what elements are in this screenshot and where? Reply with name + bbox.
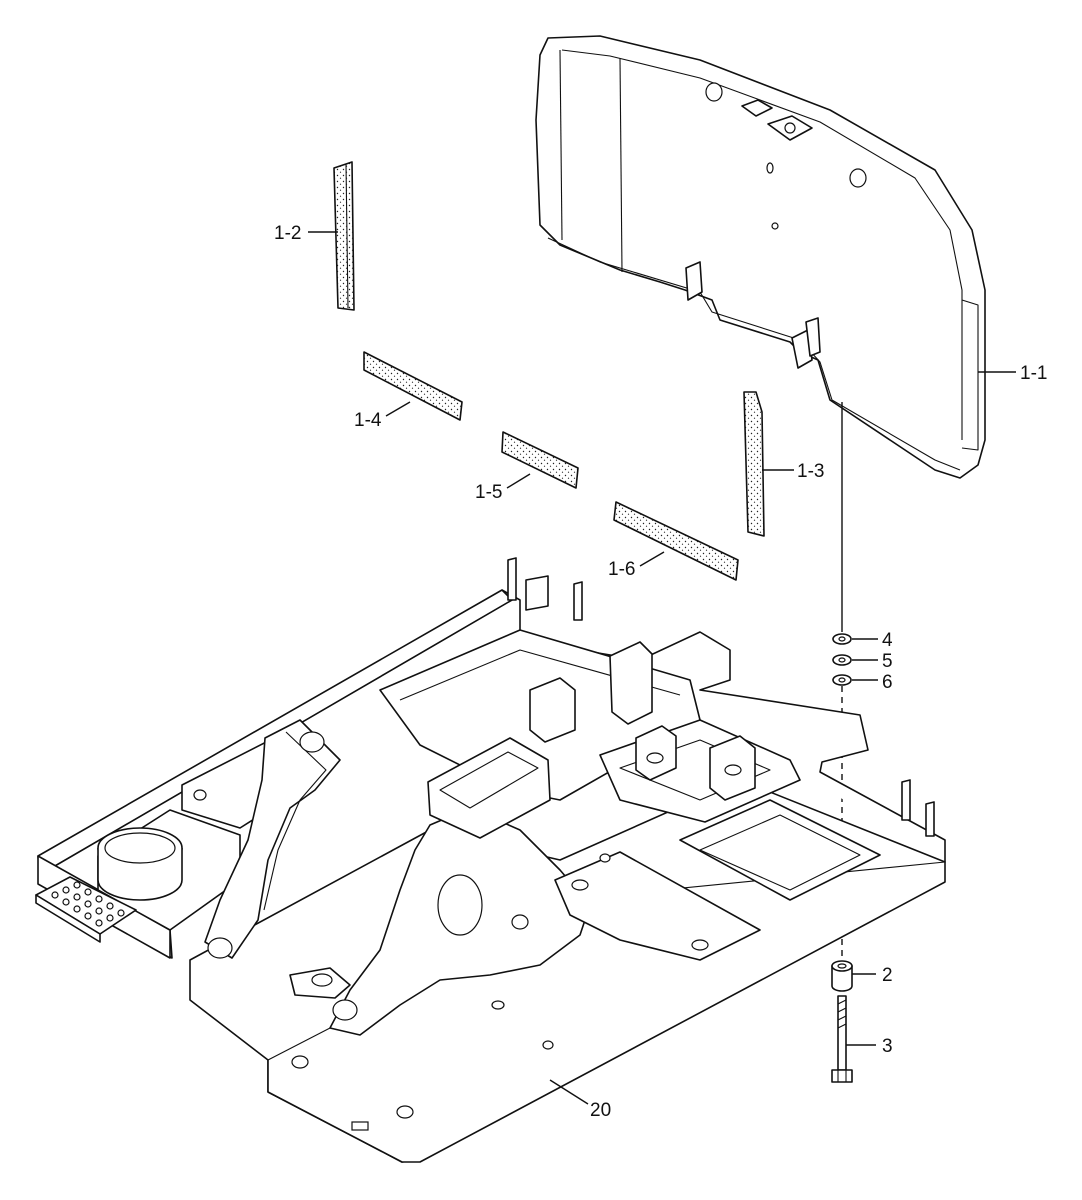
callout-1-6: 1-6: [608, 559, 635, 580]
callout-1-2: 1-2: [274, 223, 301, 244]
callout-20: 20: [590, 1100, 611, 1121]
callout-labels: 1-2 1-1 1-3 1-4 1-5 1-6 4 5 6 2 3 20: [274, 223, 1047, 1121]
callout-5: 5: [882, 651, 893, 672]
plate-1-2: [333, 161, 355, 311]
callout-1-1: 1-1: [1020, 363, 1047, 384]
leader-lines: [308, 231, 1016, 1105]
callout-1-3: 1-3: [797, 461, 824, 482]
callout-1-5: 1-5: [475, 482, 502, 503]
spacer-2: [831, 960, 853, 992]
plate-1-6: [613, 501, 739, 581]
callout-4: 4: [882, 630, 893, 651]
step-plate-holes: [51, 881, 125, 927]
callout-6: 6: [882, 672, 893, 693]
washer-5: [832, 654, 852, 666]
counterweight-part: [535, 35, 986, 479]
plate-1-5: [501, 431, 579, 489]
callout-1-4: 1-4: [354, 410, 382, 431]
callout-3: 3: [882, 1036, 893, 1057]
washer-4: [832, 633, 852, 645]
callout-2: 2: [882, 965, 893, 986]
plate-1-3: [743, 391, 765, 537]
washer-6: [832, 674, 852, 686]
upper-frame-part: [35, 557, 946, 1163]
bolt-3: [831, 995, 853, 1083]
plate-1-4: [363, 351, 463, 421]
